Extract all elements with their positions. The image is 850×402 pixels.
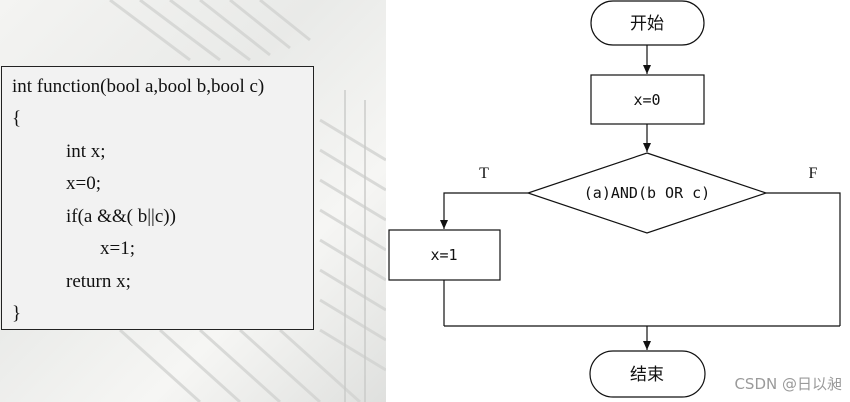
true-branch-line: [444, 193, 528, 229]
init-label: x=0: [633, 91, 660, 109]
start-label: 开始: [630, 14, 664, 34]
assign-label: x=1: [430, 246, 457, 264]
true-label: T: [479, 165, 489, 182]
end-label: 结束: [630, 365, 664, 385]
watermark: CSDN @日以昶: [734, 373, 842, 394]
condition-label: (a)AND(b OR c): [584, 184, 710, 202]
false-branch-line: [766, 193, 840, 326]
false-label: F: [809, 165, 818, 182]
